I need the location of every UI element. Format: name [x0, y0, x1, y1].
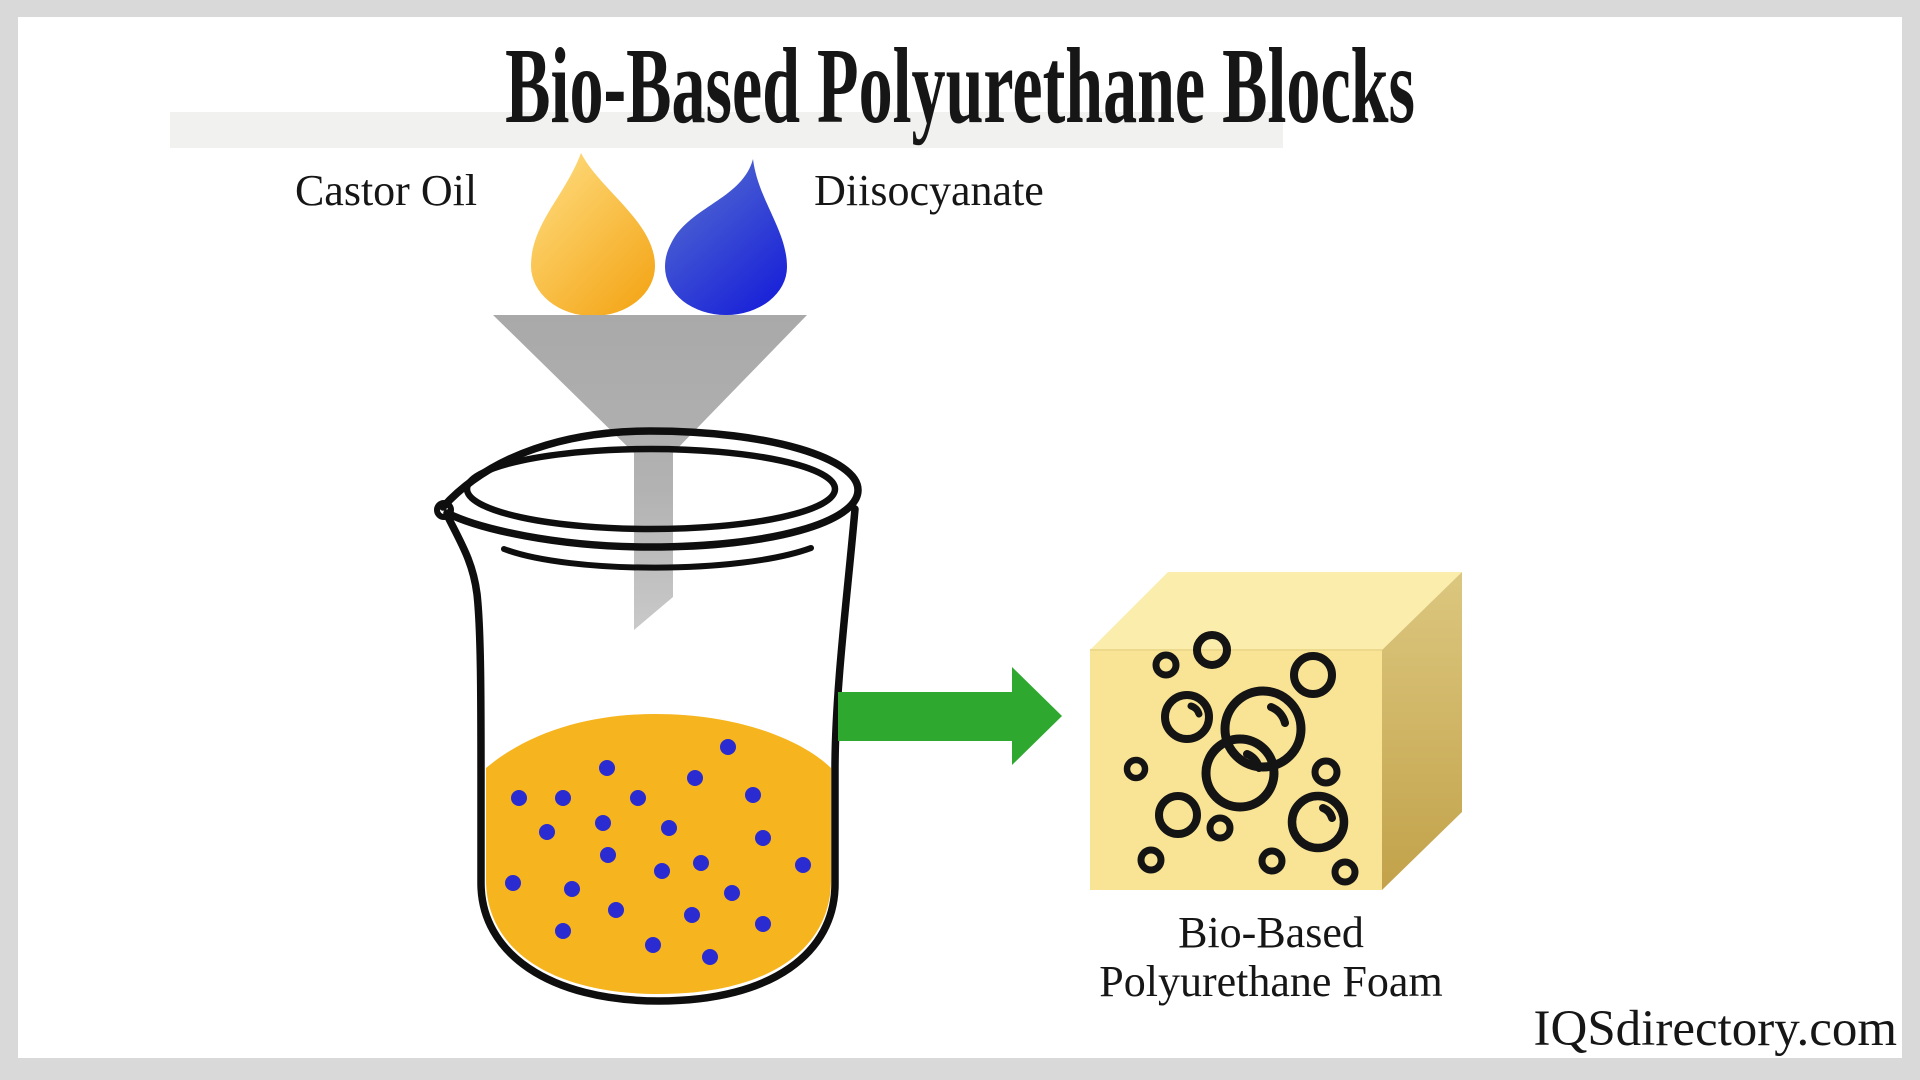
background-band [170, 112, 1283, 148]
funnel-icon [493, 315, 807, 630]
diisocyanate-label: Diisocyanate [814, 166, 1044, 215]
diisocyanate-droplet-icon [665, 159, 787, 315]
beaker-icon [434, 427, 862, 1005]
diisocyanate-dots [505, 739, 811, 965]
mixture-liquid [486, 714, 831, 994]
watermark: IQSdirectory.com [1533, 1001, 1898, 1057]
page-title-wrap: Bio-Based Polyurethane Blocks [0, 33, 1920, 153]
foam-label-line2: Polyurethane Foam [1099, 957, 1443, 1006]
page-title: Bio-Based Polyurethane Blocks [505, 27, 1415, 146]
foam-block-icon [1090, 572, 1462, 890]
cube-side-face [1382, 572, 1462, 890]
cube-top-face [1090, 572, 1462, 650]
foam-label-line1: Bio-Based [1178, 908, 1364, 957]
castor-oil-label: Castor Oil [294, 166, 478, 215]
arrow-right-icon [838, 667, 1062, 765]
foam-label: Bio-Based Polyurethane Foam [1021, 908, 1521, 1006]
castor-oil-droplet-icon [531, 153, 655, 316]
spout-tip [434, 500, 454, 520]
diagram-canvas [18, 17, 1902, 1058]
foam-bubbles [1123, 631, 1359, 886]
